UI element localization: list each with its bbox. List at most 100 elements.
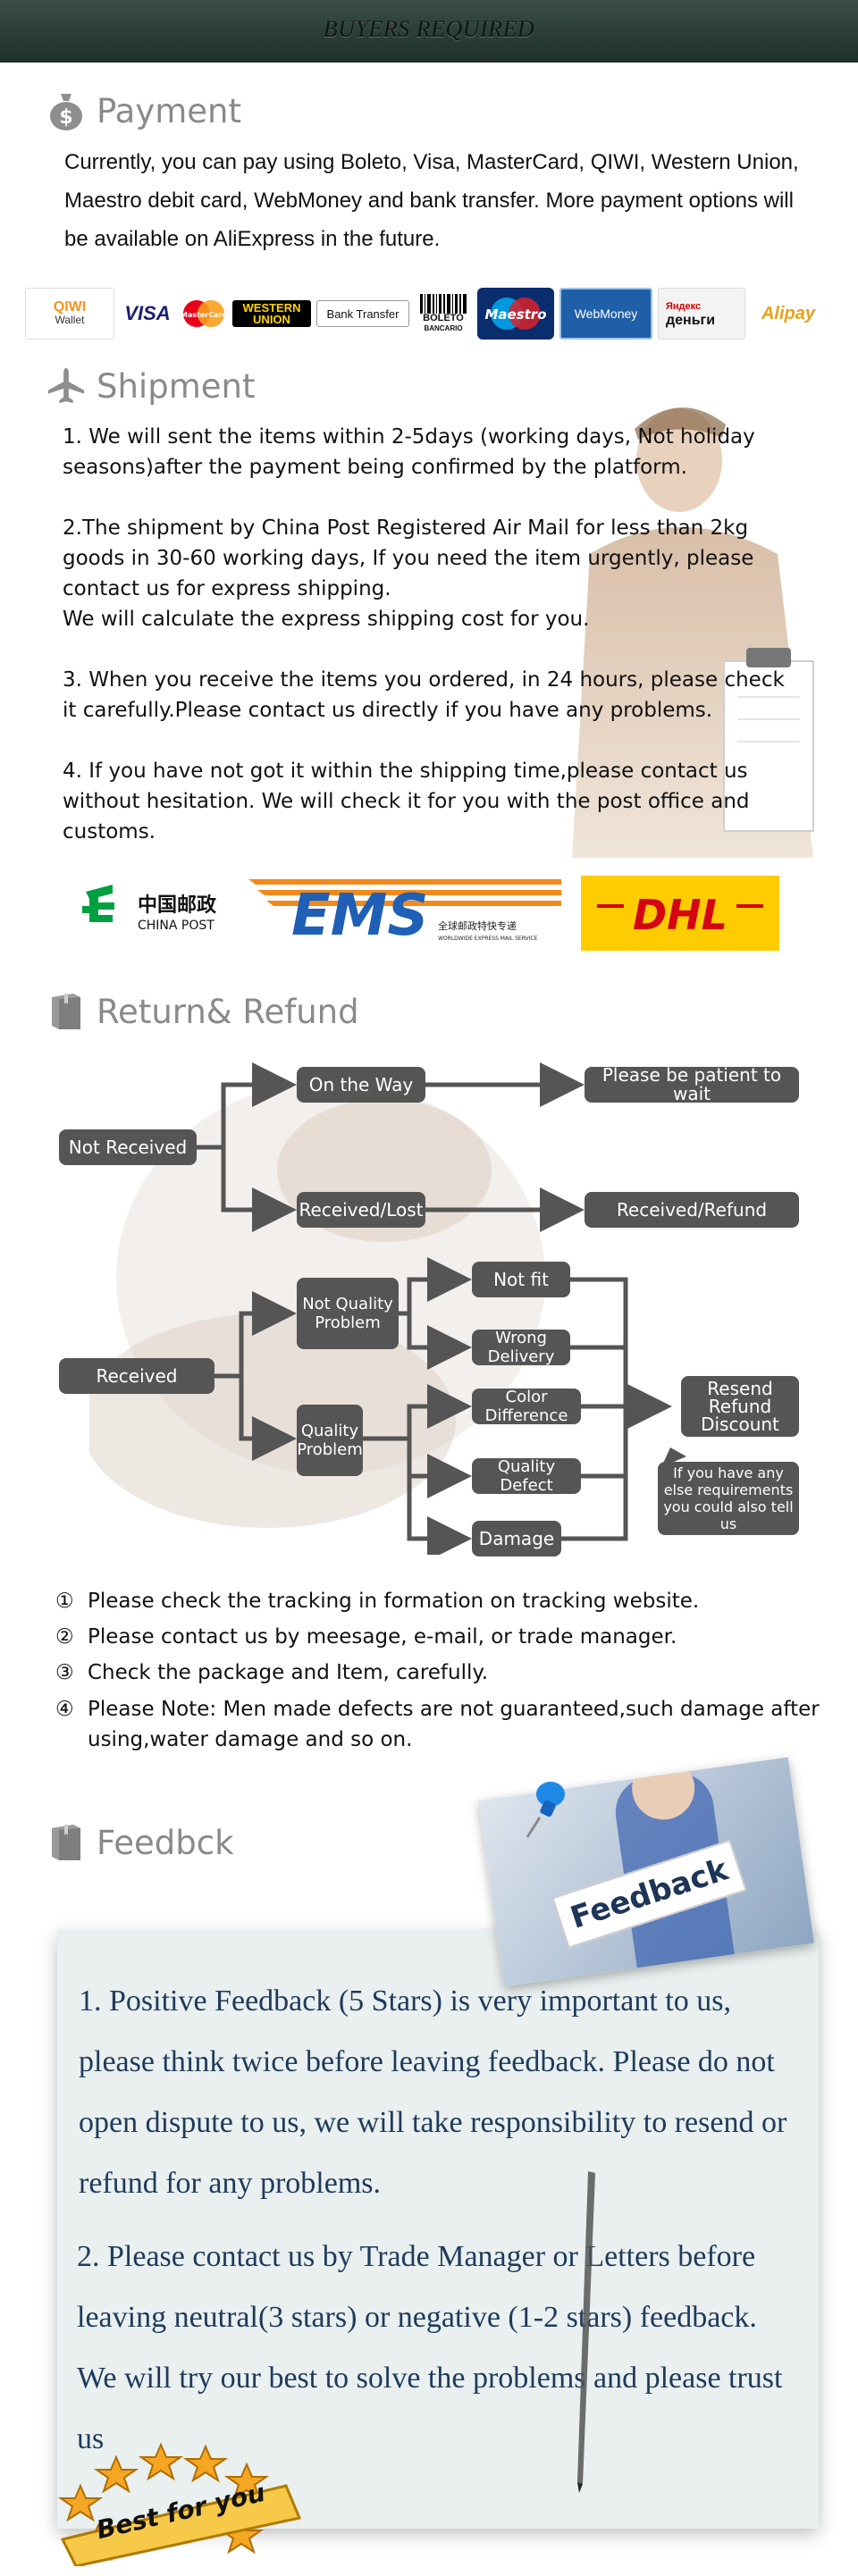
payment-section-title: $ Payment (46, 91, 241, 130)
header-banner: BUYERS REQUIRED (0, 0, 858, 63)
refund-notes: ① Please check the tracking in formation… (55, 1583, 824, 1755)
courier-photo (572, 375, 831, 858)
damage-text: Damage (478, 1527, 555, 1549)
visa-text: VISA (124, 302, 171, 324)
on-the-way-box: On the Way (297, 1067, 425, 1103)
resend-refund-discount-text: Resend Refund Discount (701, 1378, 779, 1435)
shipment-point-1: 1. We will sent the items within 2-5days… (63, 425, 755, 479)
western-union-text-2: UNION (253, 313, 290, 326)
refund-section-title: Return& Refund (46, 992, 359, 1031)
not-received-text: Not Received (68, 1136, 188, 1158)
note-item: ④ Please Note: Men made defects are not … (55, 1694, 824, 1755)
not-fit-box: Not fit (472, 1262, 570, 1297)
note-text: Check the package and Item, carefully. (88, 1661, 489, 1684)
received-text: Received (96, 1364, 178, 1387)
color-difference-text: Color Difference (484, 1388, 568, 1425)
payment-logos: QIWI Wallet VISA MasterCard WESTERN UNIO… (25, 284, 829, 343)
boleto-sub-text: BANCARIO (424, 324, 463, 332)
book-icon (46, 992, 86, 1031)
ems-logo: EMS 全球邮政特快专递 WORLDWIDE EXPRESS MAIL SERV… (248, 879, 561, 949)
feedback-section-title: Feedbck (46, 1823, 234, 1862)
be-patient-box: Please be patient to wait (585, 1064, 799, 1104)
note-item: ① Please check the tracking in formation… (55, 1583, 824, 1619)
requirements-bubble: If you have any else requirements you co… (658, 1462, 799, 1535)
bank-transfer-text: Bank Transfer (326, 306, 400, 321)
ems-sub-en-text: WORLDWIDE EXPRESS MAIL SERVICE (438, 936, 538, 942)
push-pin-icon (526, 1782, 565, 1838)
note-text: Please contact us by meesage, e-mail, or… (88, 1625, 677, 1649)
alipay-logo: Alipay (751, 288, 826, 340)
china-post-logo: 中国邮政 CHINA POST (82, 885, 217, 933)
payment-title: Payment (97, 91, 241, 130)
not-received-box: Not Received (59, 1129, 197, 1165)
requirements-text: If you have any else requirements you co… (663, 1464, 794, 1532)
refund-title: Return& Refund (97, 992, 359, 1031)
qiwi-logo: QIWI Wallet (25, 288, 114, 340)
best-for-you-badge: Best for you (45, 2432, 313, 2568)
dhl-text: DHL (633, 891, 728, 939)
note-number: ① (55, 1590, 74, 1613)
book-icon (46, 1823, 86, 1862)
color-difference-box: Color Difference (472, 1388, 581, 1425)
money-bag-icon: $ (46, 91, 86, 130)
barcode-icon (420, 294, 467, 314)
wrong-delivery-text: Wrong Delivery (487, 1329, 555, 1366)
yandex-text-2: деньги (666, 313, 716, 328)
webmoney-logo: WebMoney (559, 288, 652, 340)
not-quality-problem-text: Not Quality Problem (302, 1295, 393, 1332)
payment-text: Currently, you can pay using Boleto, Vis… (64, 150, 799, 251)
shipment-point-3: 3. When you receive the items you ordere… (63, 668, 785, 722)
damage-box: Damage (472, 1521, 561, 1557)
quality-problem-text: Quality Problem (297, 1422, 363, 1459)
note-number: ② (55, 1625, 74, 1649)
mastercard-text: MasterCard (181, 311, 226, 319)
flow-arrows (197, 1062, 686, 1555)
note-item: ② Please contact us by meesage, e-mail, … (55, 1619, 824, 1655)
western-union-text-1: WESTERN (242, 301, 301, 315)
received-box: Received (59, 1358, 214, 1394)
shipment-section-title: Shipment (46, 366, 255, 406)
on-the-way-text: On the Way (308, 1073, 414, 1095)
refund-flow-chart: Not Received On the Way Please be patien… (54, 1054, 822, 1557)
not-quality-problem-box: Not Quality Problem (297, 1278, 399, 1349)
be-patient-text: Please be patient to wait (601, 1064, 782, 1104)
note-item: ③ Check the package and Item, carefully. (55, 1655, 824, 1691)
feedback-card (57, 1930, 819, 2529)
boleto-text: BOLETO (423, 313, 464, 323)
shipment-title: Shipment (97, 366, 256, 406)
carrier-logos: 中国邮政 CHINA POST EMS 全球邮政特快专递 WORLDWIDE E… (79, 874, 785, 952)
bank-transfer-logo: Bank Transfer (316, 300, 409, 327)
received-lost-text: Received/Lost (299, 1198, 424, 1221)
resend-refund-discount-box: Resend Refund Discount (681, 1376, 799, 1437)
airplane-icon (46, 366, 86, 406)
header-title: BUYERS REQUIRED (323, 16, 535, 42)
pen-icon (577, 2171, 595, 2493)
feedback-point-2: 2. Please contact us by Trade Manager or… (77, 2240, 783, 2455)
maestro-text: Maestro (484, 306, 546, 323)
feedback-title: Feedbck (97, 1823, 234, 1862)
mastercard-logo: MasterCard (181, 288, 227, 340)
ems-text: EMS (291, 883, 429, 949)
note-text: Please check the tracking in formation o… (88, 1590, 700, 1613)
dhl-logo: DHL (581, 876, 779, 951)
china-post-cn-text: 中国邮政 (138, 894, 217, 917)
visa-logo: VISA (120, 288, 175, 340)
received-lost-box: Received/Lost (297, 1192, 425, 1228)
quality-problem-box: Quality Problem (297, 1405, 363, 1476)
note-text: Please Note: Men made defects are not gu… (88, 1698, 820, 1751)
webmoney-text: WebMoney (574, 306, 638, 321)
svg-text:$: $ (59, 106, 72, 129)
received-refund-box: Received/Refund (585, 1192, 799, 1228)
alipay-text: Alipay (761, 303, 816, 323)
qiwi-text: QIWI (53, 299, 87, 315)
feedback-point-1: 1. Positive Feedback (5 Stars) is very i… (79, 1984, 787, 2200)
note-number: ④ (55, 1698, 74, 1721)
shipment-point-2: 2.The shipment by China Post Registered … (63, 516, 754, 600)
western-union-logo: WESTERN UNION (232, 300, 311, 327)
china-post-en-text: CHINA POST (138, 919, 214, 933)
quality-defect-box: Quality Defect (472, 1457, 581, 1495)
shipment-point-4: 4. If you have not got it within the shi… (63, 759, 750, 843)
note-number: ③ (55, 1661, 74, 1684)
shipment-point-2-note: We will calculate the express shipping c… (63, 608, 590, 631)
